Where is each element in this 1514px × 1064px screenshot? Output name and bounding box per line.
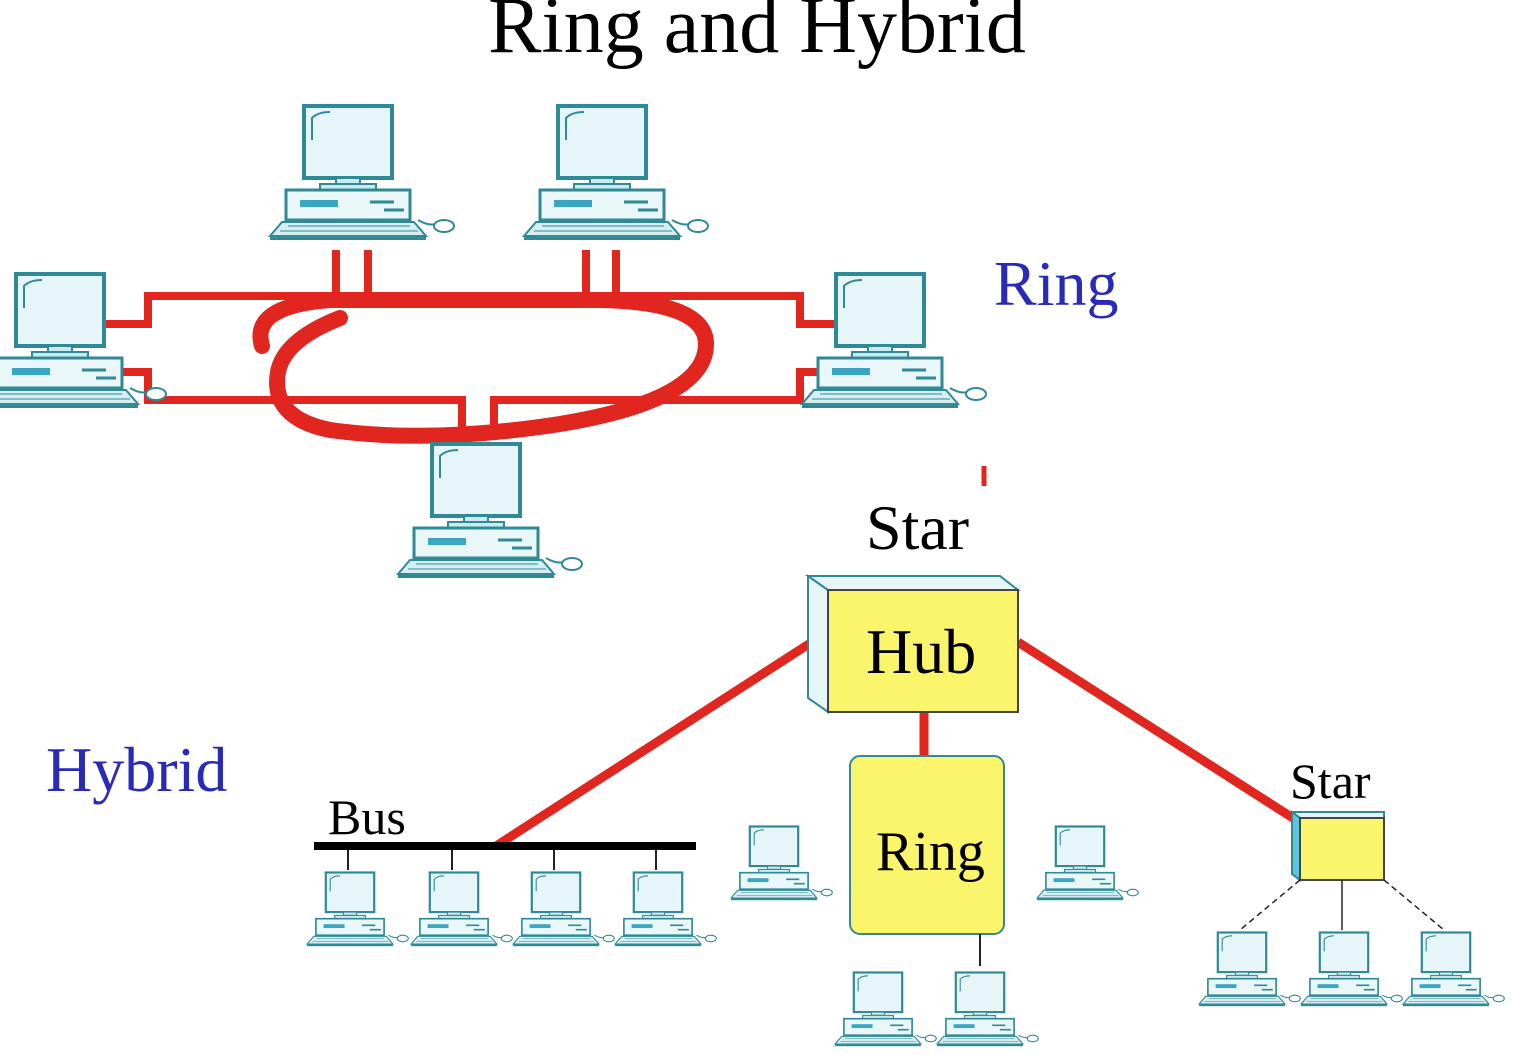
star-drops: [1239, 879, 1445, 931]
hub-label: Hub: [866, 616, 977, 687]
computer-icon: [729, 825, 834, 902]
ring-box: [849, 755, 1005, 935]
hybrid-label: Hybrid: [46, 734, 228, 805]
star-box: [1289, 810, 1385, 882]
bus-drops: [347, 850, 657, 870]
computer-icon: [800, 272, 988, 410]
computer-icon: [1299, 931, 1404, 1008]
computer-icon: [306, 871, 410, 948]
computer-icon: [1401, 931, 1506, 1008]
computer-icon: [0, 272, 168, 410]
computer-icon: [1197, 931, 1302, 1008]
computer-icon: [1035, 825, 1140, 902]
computer-icon: [268, 104, 456, 242]
star-right-label: Star: [1290, 753, 1371, 809]
hub-box: [804, 574, 1021, 714]
computer-icon: [511, 871, 616, 948]
inner-ring-label: Ring: [876, 821, 985, 883]
computer-icon: [613, 871, 718, 948]
computer-icon: [935, 971, 1040, 1048]
ring-label: Ring: [994, 248, 1119, 319]
bus-label: Bus: [328, 789, 406, 845]
computer-icon: [396, 442, 584, 580]
computer-icon: [833, 971, 938, 1048]
computer-icon: [522, 104, 710, 242]
computer-icon: [410, 871, 514, 948]
ring-cable: [106, 250, 840, 444]
slide-title: Ring and Hybrid: [488, 0, 1026, 70]
star-top-label: Star: [866, 492, 970, 563]
ring-topology: [0, 104, 988, 580]
hybrid-topology: [306, 574, 1506, 1048]
hub-links: [493, 638, 1299, 850]
